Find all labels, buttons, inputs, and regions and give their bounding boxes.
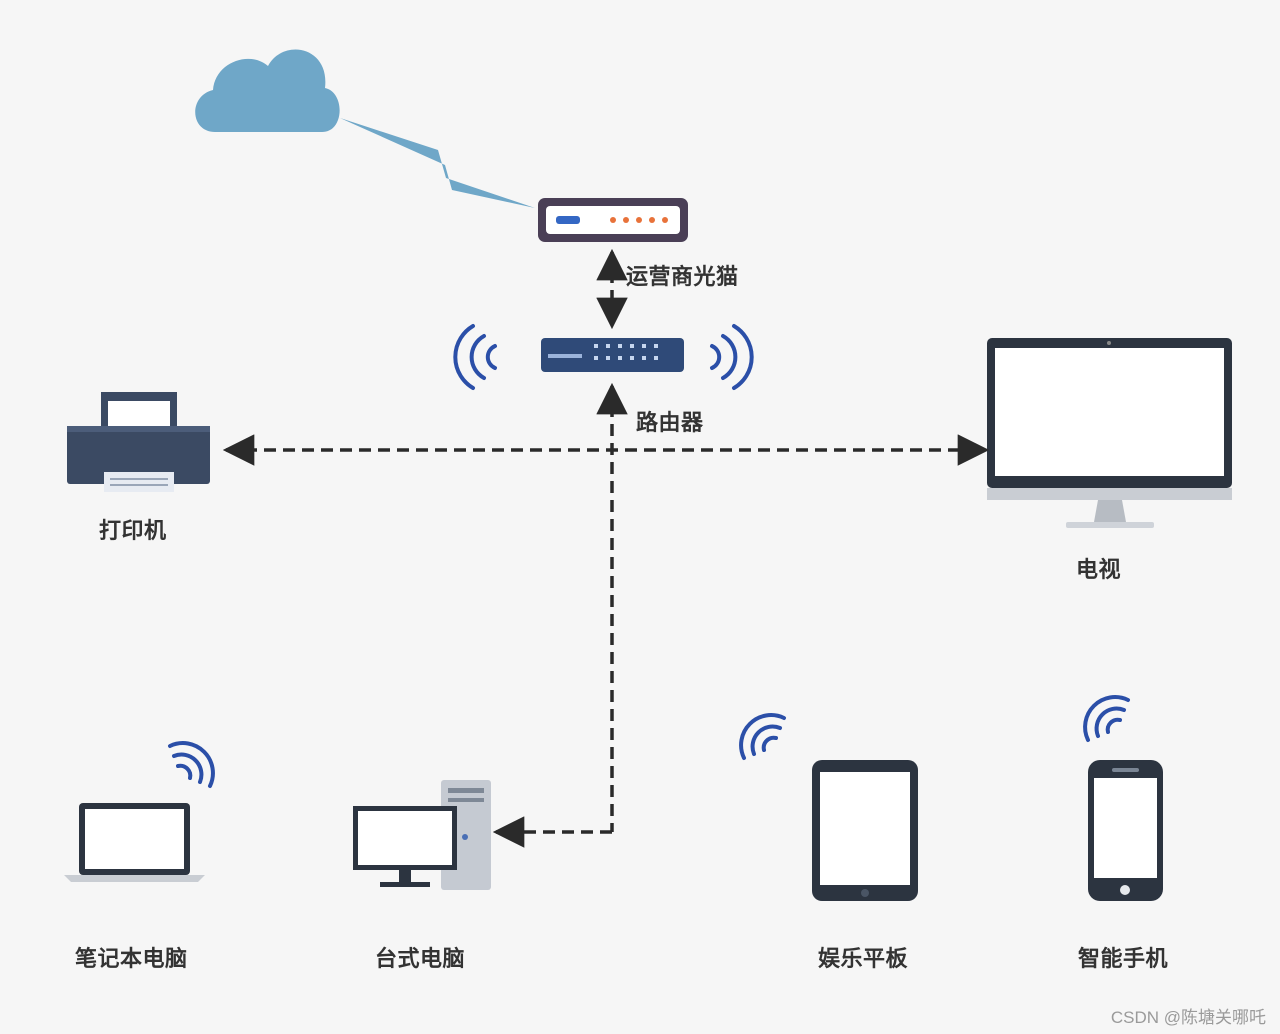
router-icon [541, 338, 684, 372]
lightning-icon [340, 118, 535, 208]
cloud-icon [195, 49, 340, 133]
tablet-icon [812, 760, 918, 901]
laptop-wifi-icon [168, 741, 215, 788]
laptop-label: 笔记本电脑 [75, 947, 188, 972]
watermark: CSDN @陈塘关哪吒 [1110, 1008, 1266, 1027]
desktop-label: 台式电脑 [375, 947, 466, 972]
modem-label: 运营商光猫 [626, 265, 739, 290]
phone-label: 智能手机 [1078, 947, 1169, 972]
phone-wifi-icon [1083, 695, 1130, 742]
printer-icon [67, 392, 210, 492]
tv-icon [987, 338, 1232, 528]
tablet-label: 娱乐平板 [818, 947, 909, 972]
smartphone-icon [1088, 760, 1163, 901]
laptop-icon [64, 803, 205, 882]
modem-icon [538, 198, 688, 242]
wifi-waves-right-icon [710, 324, 754, 390]
printer-label: 打印机 [99, 519, 167, 544]
router-label: 路由器 [636, 411, 704, 436]
tablet-wifi-icon [739, 713, 786, 760]
wifi-waves-left-icon [453, 324, 497, 390]
tv-label: 电视 [1076, 558, 1122, 583]
desktop-computer-icon [353, 780, 491, 890]
